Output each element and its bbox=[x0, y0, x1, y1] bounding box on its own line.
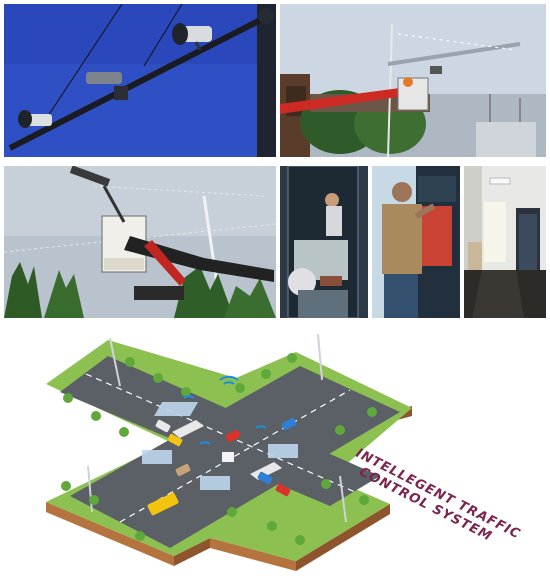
traffic-system-diagram bbox=[0, 326, 550, 571]
photo-bucket-truck-closeup bbox=[4, 166, 276, 318]
photo-bucket-truck-installation bbox=[280, 4, 546, 157]
photo-technicians-cabinet bbox=[280, 166, 368, 318]
photo-technician-wiring bbox=[372, 166, 460, 318]
photo-camera-gantry bbox=[4, 4, 276, 157]
photo-server-room bbox=[464, 166, 546, 318]
